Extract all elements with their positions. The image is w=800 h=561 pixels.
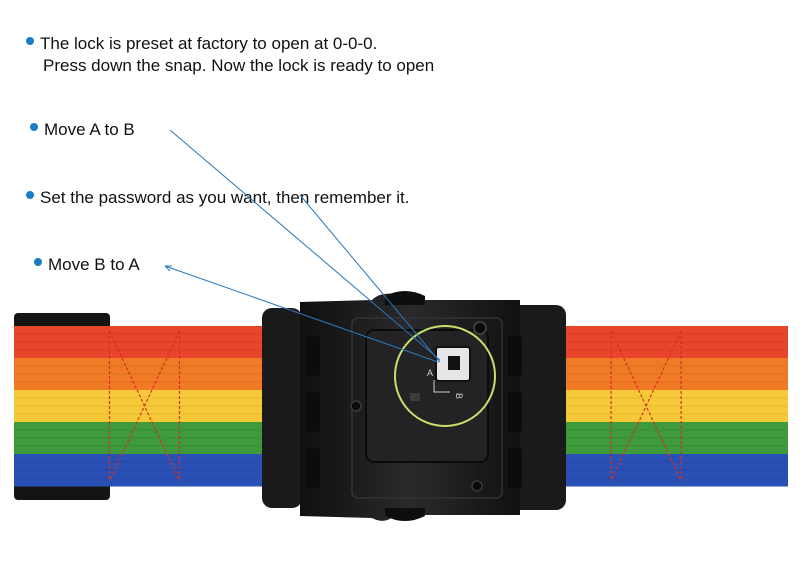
screw-icon xyxy=(473,321,487,335)
stitching xyxy=(108,330,181,482)
switch-label-b: B xyxy=(454,393,464,399)
strap-stripe xyxy=(530,454,788,487)
pointer-line-a-to-b xyxy=(169,129,441,361)
strap-right xyxy=(530,326,788,487)
instruction-text: Move B to A xyxy=(48,255,140,274)
instruction-text: Set the password as you want, then remem… xyxy=(40,188,410,207)
strap-stripe xyxy=(14,326,304,359)
strap-stripe xyxy=(14,454,304,487)
instruction-preset: The lock is preset at factory to open at… xyxy=(26,33,434,77)
strap-left xyxy=(14,313,304,500)
instruction-set-password: Set the password as you want, then remem… xyxy=(26,187,409,209)
bullet-icon xyxy=(26,191,34,199)
strap-stripe xyxy=(14,390,304,423)
pointer-line-b-to-a xyxy=(164,265,439,363)
strap-stripe xyxy=(530,422,788,455)
bullet-icon xyxy=(34,258,42,266)
instruction-text-2: Press down the snap. Now the lock is rea… xyxy=(43,56,435,75)
switch-label-a: A xyxy=(427,368,433,378)
bullet-icon xyxy=(26,37,34,45)
strap-stripe xyxy=(14,422,304,455)
strap-stripe xyxy=(530,390,788,423)
screw-icon xyxy=(471,480,483,492)
instruction-text: The lock is preset at factory to open at… xyxy=(40,34,378,53)
instruction-move-b-to-a: Move B to A xyxy=(34,254,140,276)
highlight-circle xyxy=(394,325,496,427)
instruction-move-a-to-b: Move A to B xyxy=(30,119,135,141)
stitching xyxy=(610,330,682,482)
strap-stripe xyxy=(530,358,788,391)
bullet-icon xyxy=(30,123,38,131)
strap-stripe xyxy=(530,326,788,359)
pointer-line-password xyxy=(299,194,441,363)
arrowhead-icon xyxy=(164,265,172,272)
lock-buckle: A B xyxy=(262,291,566,521)
instruction-text: Move A to B xyxy=(44,120,135,139)
switch-arrow-icon xyxy=(433,380,450,393)
screw-icon xyxy=(350,400,362,412)
